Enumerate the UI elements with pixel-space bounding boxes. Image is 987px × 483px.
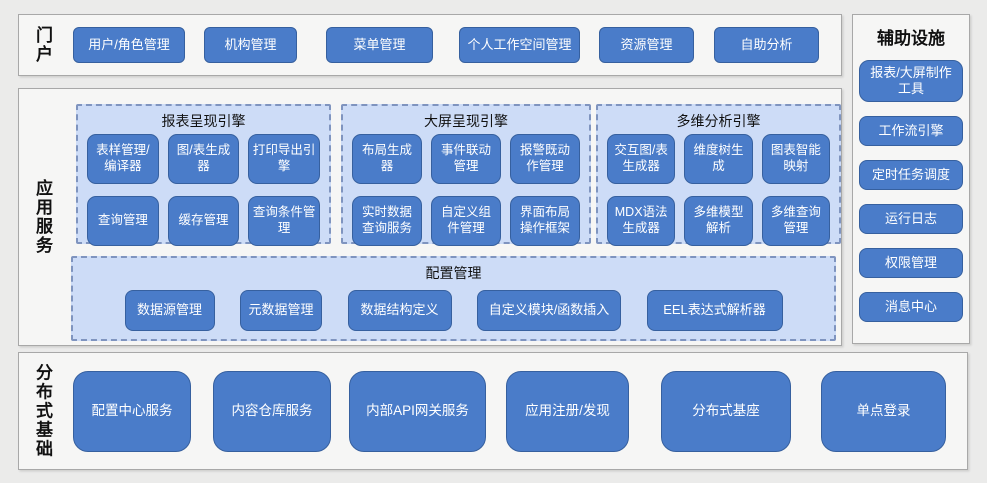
portal-button-row: 用户/角色管理 机构管理 菜单管理 个人工作空间管理 资源管理 自助分析 — [73, 15, 819, 75]
auxiliary-facilities-section: 辅助设施 报表/大屏制作工具 工作流引擎 定时任务调度 运行日志 权限管理 消息… — [852, 14, 970, 344]
chart-smart-mapping-button: 图表智能映射 — [761, 134, 830, 184]
data-structure-definition-button: 数据结构定义 — [347, 290, 452, 331]
eel-expression-parser-button: EEL表达式解析器 — [646, 290, 783, 331]
dimension-tree-generation-button: 维度树生成 — [684, 134, 753, 184]
app-services-section: 应用服务 报表呈现引擎 表样管理/编译器 图/表生成器 打印导出引擎 查询管理 … — [18, 88, 842, 346]
single-sign-on-button: 单点登录 — [821, 371, 946, 452]
self-service-analysis-button: 自助分析 — [714, 27, 819, 63]
auxiliary-facilities-title: 辅助设施 — [877, 29, 945, 48]
ui-layout-framework-button: 界面布局操作框架 — [510, 196, 580, 246]
app-registration-discovery-button: 应用注册/发现 — [506, 371, 629, 452]
mdx-syntax-generator-button: MDX语法生成器 — [607, 196, 676, 246]
datasource-mgmt-button: 数据源管理 — [124, 290, 215, 331]
report-bigscreen-authoring-tool-button: 报表/大屏制作工具 — [859, 60, 963, 102]
bigscreen-render-engine-grid: 布局生成器 事件联动管理 报警既动作管理 实时数据查询服务 自定义组件管理 界面… — [343, 132, 589, 246]
distributed-button-row: 配置中心服务 内容仓库服务 内部API网关服务 应用注册/发现 分布式基座 单点… — [73, 371, 946, 452]
org-mgmt-button: 机构管理 — [204, 27, 297, 63]
content-repository-service-button: 内容仓库服务 — [213, 371, 331, 452]
config-mgmt-box: 配置管理 数据源管理 元数据管理 数据结构定义 自定义模块/函数插入 EEL表达… — [71, 256, 836, 341]
report-render-engine-grid: 表样管理/编译器 图/表生成器 打印导出引擎 查询管理 缓存管理 查询条件管理 — [78, 132, 329, 246]
bigscreen-render-engine-box: 大屏呈现引擎 布局生成器 事件联动管理 报警既动作管理 实时数据查询服务 自定义… — [341, 104, 591, 246]
portal-section-label: 门户 — [33, 26, 52, 64]
olap-engine-title: 多维分析引擎 — [676, 113, 761, 129]
bigscreen-render-engine-title: 大屏呈现引擎 — [424, 113, 508, 129]
app-services-section-label: 应用服务 — [33, 179, 52, 255]
layout-generator-button: 布局生成器 — [352, 134, 422, 184]
interactive-chart-generator-button: 交互图/表生成器 — [607, 134, 676, 184]
query-condition-mgmt-button: 查询条件管理 — [248, 196, 320, 246]
chart-table-generator-button: 图/表生成器 — [167, 134, 240, 184]
distributed-foundation-section: 分布式基础 配置中心服务 内容仓库服务 内部API网关服务 应用注册/发现 分布… — [18, 352, 968, 470]
custom-component-mgmt-button: 自定义组件管理 — [431, 196, 501, 246]
config-center-service-button: 配置中心服务 — [73, 371, 191, 452]
message-center-button: 消息中心 — [859, 292, 963, 322]
menu-mgmt-button: 菜单管理 — [326, 27, 433, 63]
olap-engine-box: 多维分析引擎 交互图/表生成器 维度树生成 图表智能映射 MDX语法生成器 多维… — [596, 104, 841, 246]
personal-workspace-mgmt-button: 个人工作空间管理 — [459, 27, 580, 63]
report-render-engine-box: 报表呈现引擎 表样管理/编译器 图/表生成器 打印导出引擎 查询管理 缓存管理 … — [76, 104, 331, 246]
custom-module-function-insert-button: 自定义模块/函数插入 — [477, 290, 621, 331]
scheduled-task-button: 定时任务调度 — [859, 160, 963, 190]
user-role-mgmt-button: 用户/角色管理 — [73, 27, 185, 63]
permission-mgmt-button: 权限管理 — [859, 248, 963, 278]
internal-api-gateway-service-button: 内部API网关服务 — [349, 371, 486, 452]
config-mgmt-row: 数据源管理 元数据管理 数据结构定义 自定义模块/函数插入 EEL表达式解析器 — [73, 284, 834, 331]
cache-mgmt-button: 缓存管理 — [167, 196, 240, 246]
report-render-engine-title: 报表呈现引擎 — [161, 113, 246, 129]
distributed-base-button: 分布式基座 — [661, 371, 791, 452]
template-mgmt-compiler-button: 表样管理/编译器 — [87, 134, 159, 184]
distributed-foundation-label: 分布式基础 — [33, 363, 52, 459]
event-linkage-mgmt-button: 事件联动管理 — [431, 134, 501, 184]
realtime-data-query-service-button: 实时数据查询服务 — [352, 196, 422, 246]
query-mgmt-button: 查询管理 — [87, 196, 159, 246]
olap-engine-grid: 交互图/表生成器 维度树生成 图表智能映射 MDX语法生成器 多维模型解析 多维… — [598, 132, 839, 246]
workflow-engine-button: 工作流引擎 — [859, 116, 963, 146]
auxiliary-button-column: 报表/大屏制作工具 工作流引擎 定时任务调度 运行日志 权限管理 消息中心 — [853, 60, 969, 322]
multidim-model-parsing-button: 多维模型解析 — [684, 196, 753, 246]
run-log-button: 运行日志 — [859, 204, 963, 234]
config-mgmt-title: 配置管理 — [425, 265, 482, 281]
resource-mgmt-button: 资源管理 — [599, 27, 694, 63]
multidim-query-mgmt-button: 多维查询管理 — [761, 196, 830, 246]
print-export-engine-button: 打印导出引擎 — [248, 134, 320, 184]
metadata-mgmt-button: 元数据管理 — [240, 290, 322, 331]
alarm-action-mgmt-button: 报警既动作管理 — [510, 134, 580, 184]
portal-section: 门户 用户/角色管理 机构管理 菜单管理 个人工作空间管理 资源管理 自助分析 — [18, 14, 842, 76]
